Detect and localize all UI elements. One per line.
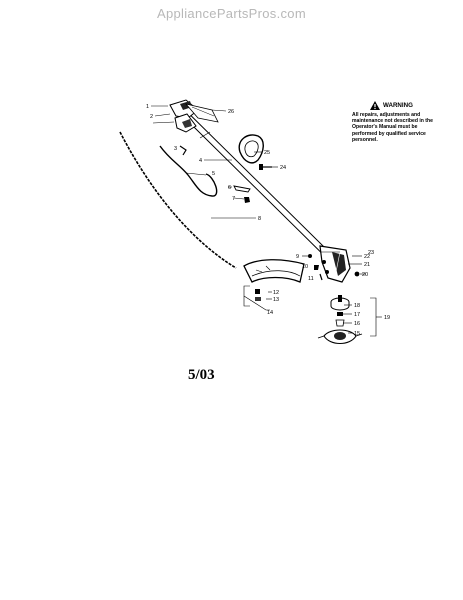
washer	[314, 265, 319, 270]
part-label: 1	[146, 104, 149, 110]
part-label: 12	[273, 290, 279, 296]
part-label: 6	[228, 185, 231, 191]
part-label: 25	[264, 150, 270, 156]
part-label: 13	[273, 297, 279, 303]
throttle-cable	[159, 145, 218, 197]
warning-heading: WARNING	[370, 101, 440, 110]
watermark: AppliancePartsPros.com	[157, 6, 306, 21]
part-label: 9	[296, 254, 299, 260]
part-label: 16	[354, 321, 360, 327]
screw	[259, 164, 272, 170]
part-label: 4	[199, 158, 202, 164]
part-label: 14	[267, 310, 273, 316]
bracket	[233, 185, 251, 193]
part-label: 2	[150, 114, 153, 120]
part-label: 20	[362, 272, 368, 278]
warning-text: All repairs, adjustments and maintenance…	[352, 112, 433, 143]
part-label: 15	[354, 331, 360, 337]
group-brackets	[243, 285, 382, 337]
shaft	[179, 108, 339, 266]
clip	[179, 145, 187, 156]
leader-lines	[151, 105, 366, 334]
part-label: 18	[354, 303, 360, 309]
warning-triangle-icon	[370, 101, 380, 110]
warning-box: WARNING All repairs, adjustments and mai…	[352, 101, 440, 143]
grass-guard	[243, 259, 305, 301]
part-label: 21	[364, 262, 370, 268]
drive-cable	[119, 131, 237, 269]
handle-assembly	[169, 99, 219, 133]
warning-title: WARNING	[383, 102, 413, 109]
trimmer-head	[317, 295, 363, 345]
part-label: 19	[384, 315, 390, 321]
part-label: 22	[364, 254, 370, 260]
part-label: 10	[302, 264, 308, 270]
part-label: 7	[232, 196, 235, 202]
screw-20	[354, 271, 360, 277]
part-label: 8	[258, 216, 261, 222]
part-label: 24	[280, 165, 286, 171]
part-label: 11	[308, 276, 314, 282]
part-label: 26	[228, 109, 234, 115]
nut	[244, 197, 250, 203]
part-label: 23	[368, 250, 374, 256]
gear-head	[319, 245, 351, 283]
bushing	[308, 254, 312, 258]
assist-handle	[238, 134, 264, 164]
part-label: 3	[174, 146, 177, 152]
part-label: 17	[354, 312, 360, 318]
spring	[319, 273, 323, 281]
date-code: 5/03	[188, 367, 215, 383]
part-label: 5	[212, 171, 215, 177]
